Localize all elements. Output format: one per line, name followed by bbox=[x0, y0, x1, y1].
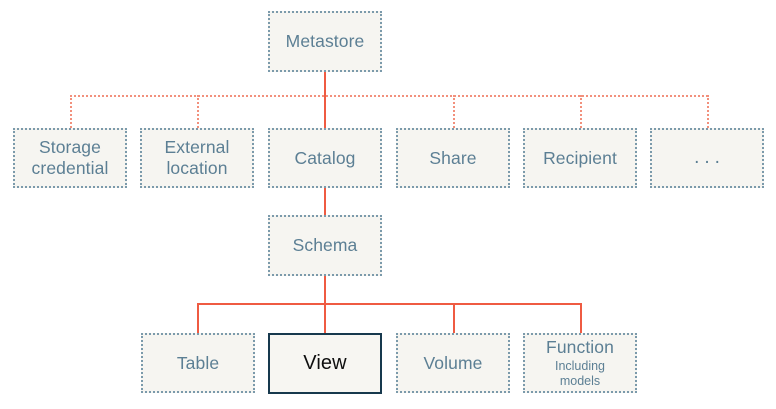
node-metastore[interactable]: Metastore bbox=[268, 11, 382, 72]
node-recipient-label: Recipient bbox=[543, 147, 617, 168]
node-external-location[interactable]: External location bbox=[140, 128, 254, 188]
connector-rail-to-storage-credential bbox=[70, 95, 72, 128]
node-more[interactable]: ... bbox=[650, 128, 764, 188]
connector-rail-objects bbox=[197, 303, 581, 305]
node-function-label: Function bbox=[546, 337, 614, 358]
node-share[interactable]: Share bbox=[396, 128, 510, 188]
connector-rail-to-external-location bbox=[197, 95, 199, 128]
connector-rail-to-share bbox=[453, 95, 455, 128]
connector-rail-to-table bbox=[197, 303, 199, 333]
connector-rail-to-volume bbox=[453, 303, 455, 333]
node-more-label: ... bbox=[694, 146, 725, 168]
node-metastore-label: Metastore bbox=[285, 31, 365, 52]
node-storage-credential-label: Storage credential bbox=[31, 137, 109, 178]
connector-rail-to-recipient bbox=[580, 95, 582, 128]
node-schema[interactable]: Schema bbox=[268, 215, 382, 276]
connector-rail-to-more bbox=[707, 95, 709, 128]
node-volume-label: Volume bbox=[423, 352, 483, 373]
node-table[interactable]: Table bbox=[141, 333, 255, 393]
node-storage-credential[interactable]: Storage credential bbox=[13, 128, 127, 188]
node-view[interactable]: View bbox=[268, 333, 382, 394]
connector-rail-to-function bbox=[580, 303, 582, 333]
node-table-label: Table bbox=[176, 352, 220, 373]
node-external-location-label: External location bbox=[164, 137, 230, 178]
node-schema-label: Schema bbox=[292, 235, 358, 256]
node-volume[interactable]: Volume bbox=[396, 333, 510, 393]
node-share-label: Share bbox=[429, 147, 477, 168]
node-function-sublabel: Including models bbox=[554, 359, 606, 388]
node-catalog-label: Catalog bbox=[294, 147, 356, 168]
connector-metastore-to-catalog bbox=[324, 72, 326, 128]
node-function[interactable]: Function Including models bbox=[523, 333, 637, 393]
connector-catalog-to-schema bbox=[324, 188, 326, 215]
node-view-label: View bbox=[303, 351, 347, 374]
node-recipient[interactable]: Recipient bbox=[523, 128, 637, 188]
connector-rail-securables bbox=[70, 95, 708, 97]
node-catalog[interactable]: Catalog bbox=[268, 128, 382, 188]
